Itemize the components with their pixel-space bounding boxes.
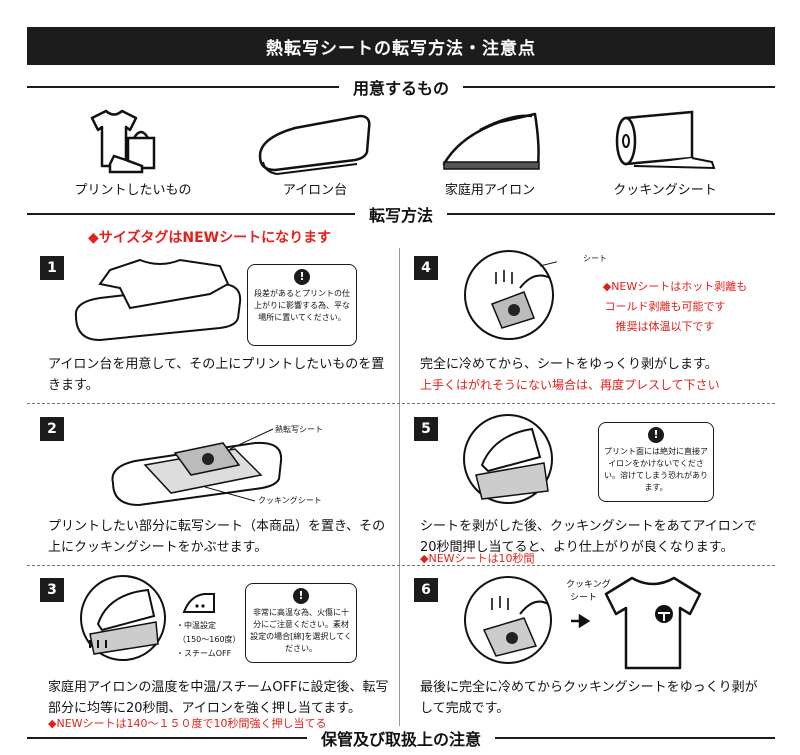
step-number: 6 <box>414 578 438 602</box>
step3-red-note: ◆NEWシートは140～１５０度で10秒間強く押し当てる <box>48 717 327 730</box>
page-title: 熱転写シートの転写方法・注意点 <box>27 27 775 65</box>
step5-note-text: プリント面には絶対に直接アイロンをかけないでください。溶けてしまう恐れがあります… <box>604 447 708 492</box>
setting-medium-temp: ・中温設定 <box>176 621 216 630</box>
divider <box>495 737 776 739</box>
section-prepare-label: 用意するもの <box>353 79 450 98</box>
peel-cooking-sheet-illustration <box>464 576 552 664</box>
section-method: 転写方法 <box>27 203 776 225</box>
step4-red-note-3: 推奨は体温以下です <box>615 320 715 333</box>
step-number: 1 <box>40 256 64 280</box>
column-divider <box>399 248 400 726</box>
divider <box>463 86 776 88</box>
section-method-label: 転写方法 <box>369 206 434 225</box>
step1-note: ! 段差があるとプリントの仕上がりに影響する為、平な場所に置いてください。 <box>247 264 357 346</box>
step4-red-note-1: ◆NEWシートはホット剥離も <box>602 280 748 293</box>
label-transfer-sheet: 熱転写シート <box>275 425 323 434</box>
warning-icon: ! <box>294 269 310 285</box>
section-storage: 保管及び取扱上の注意 <box>27 727 776 749</box>
iron-icon <box>442 112 540 170</box>
item-label: プリントしたいもの <box>74 183 192 198</box>
step5-note: ! プリント面には絶対に直接アイロンをかけないでください。溶けてしまう恐れがあり… <box>598 422 714 502</box>
warning-icon: ! <box>648 427 664 443</box>
warning-icon: ! <box>293 588 309 604</box>
divider <box>447 213 776 215</box>
section-storage-label: 保管及び取扱上の注意 <box>321 730 482 749</box>
step3-text: 家庭用アイロンの温度を中温/スチームOFFに設定後、転写部分に均等に20秒間、ア… <box>48 680 389 716</box>
label-sheet-2: シート <box>570 593 598 603</box>
tshirt-finished-icon <box>604 576 702 670</box>
step1-text: アイロン台を用意して、その上にプリントしたいものを置きます。 <box>48 357 385 393</box>
divider <box>27 213 355 215</box>
section-prepare: 用意するもの <box>27 76 776 98</box>
board-with-shirt-illustration <box>74 258 242 342</box>
iron-with-cooking-sheet-illustration <box>463 414 553 504</box>
label-sheet: シート <box>583 254 607 263</box>
arrow-right-icon <box>571 614 591 628</box>
step5-red-note: ◆NEWシートは10秒間 <box>420 552 535 565</box>
item-label: クッキングシート <box>613 183 717 198</box>
iron-pressing-illustration <box>80 575 166 661</box>
step3-note-text: 非常に高温な為、火傷に十分にご注意ください。素材設定の場合[綿]を選択してくださ… <box>250 608 352 653</box>
iron-medium-temp-icon <box>182 593 215 613</box>
size-tag-note: ◆サイズタグはNEWシートになります <box>88 230 332 246</box>
step4-red-text: 上手くはがれそうにない場合は、再度プレスして下さい <box>420 378 720 392</box>
row-divider <box>27 565 775 566</box>
step-number: 2 <box>40 417 64 441</box>
step-number: 4 <box>414 256 438 280</box>
ironing-board-icon <box>258 114 371 176</box>
step2-text: プリントしたい部分に転写シート（本商品）を置き、その上にクッキングシートをかぶせ… <box>48 519 386 555</box>
item-label: 家庭用アイロン <box>444 183 536 198</box>
step-number: 3 <box>40 578 64 602</box>
row-divider <box>27 403 775 404</box>
setting-temp-range: （150～160度） <box>178 635 241 644</box>
step6-text: 最後に完全に冷めてからクッキングシートをゆっくり剥がして完成です。 <box>420 680 758 716</box>
label-cooking: クッキング <box>566 580 611 590</box>
divider <box>27 86 339 88</box>
step3-note: ! 非常に高温な為、火傷に十分にご注意ください。素材設定の場合[綿]を選択してく… <box>245 583 357 663</box>
board-with-sheets-illustration <box>111 428 283 507</box>
step4-text: 完全に冷めてから、シートをゆっくり剥がします。 <box>420 357 718 372</box>
step4-red-note-2: コールド剥離も可能です <box>604 300 726 313</box>
divider <box>27 737 307 739</box>
step-number: 5 <box>414 417 438 441</box>
step1-note-text: 段差があるとプリントの仕上がりに影響する為、平な場所に置いてください。 <box>254 289 350 322</box>
tshirt-bag-shoe-icon <box>90 109 156 174</box>
label-cooking-sheet: クッキングシート <box>258 496 322 505</box>
item-label: アイロン台 <box>282 183 348 198</box>
paper-roll-icon <box>615 110 716 170</box>
peel-sheet-illustration <box>464 250 557 340</box>
step5-text: シートを剥がした後、クッキングシートをあてアイロンで20秒間押し当てると、より仕… <box>420 519 757 555</box>
setting-steam-off: ・スチームOFF <box>176 649 232 658</box>
